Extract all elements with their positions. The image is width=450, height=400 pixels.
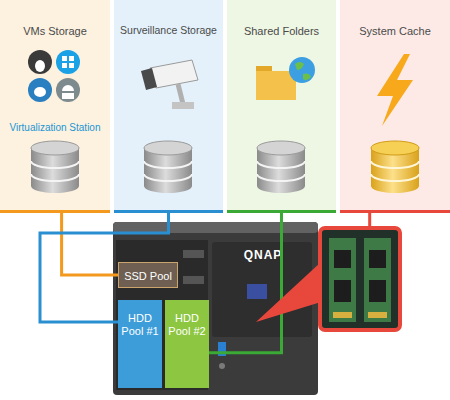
node-label: HDD Pool #1	[118, 312, 162, 338]
callout-pointer	[256, 262, 321, 322]
nas-body	[113, 222, 318, 395]
ssd-chip	[369, 250, 386, 268]
node-label: Surveillance Storage	[114, 24, 223, 37]
node-label: System Cache	[340, 24, 450, 38]
m2-ssd	[364, 238, 391, 322]
node-label: Shared Folders	[227, 24, 336, 38]
storage-band: Surveillance Storage	[114, 0, 223, 213]
nas-slot	[183, 250, 204, 258]
storage-band: System Cache	[340, 0, 450, 213]
nas-button	[219, 363, 225, 369]
m2-ssd	[329, 238, 356, 322]
connector	[62, 213, 118, 275]
usb-port	[218, 342, 226, 356]
ssd-chip	[334, 280, 351, 302]
node-sublabel: Virtualization Station	[0, 121, 110, 134]
storage-band: VMs StorageVirtualization Station	[0, 0, 110, 213]
ssd-chip	[369, 280, 386, 302]
connector	[318, 213, 370, 278]
node-label: QNAP	[221, 248, 305, 263]
storage-band: Shared Folders	[227, 0, 336, 213]
nas-sticker	[247, 284, 267, 299]
ssd-connector	[368, 312, 387, 318]
node-label: HDD Pool #2	[165, 312, 209, 338]
node-label: VMs Storage	[0, 24, 110, 38]
ssd-card-photo	[320, 228, 400, 330]
node-label: SSD Pool	[119, 269, 177, 283]
ssd-chip	[334, 250, 351, 268]
nas-top	[113, 222, 318, 233]
nas-slot	[183, 276, 204, 284]
ssd-pool: SSD Pool	[118, 262, 178, 288]
ssd-connector	[333, 312, 352, 318]
hdd-pool: HDD Pool #1	[118, 300, 162, 388]
connector	[209, 213, 282, 353]
nas-bays	[116, 240, 208, 390]
nas-device: QNAP SSD PoolHDD Pool #1HDD Pool #2	[113, 222, 318, 395]
nas-panel	[212, 242, 312, 337]
hdd-pool: HDD Pool #2	[165, 300, 209, 388]
